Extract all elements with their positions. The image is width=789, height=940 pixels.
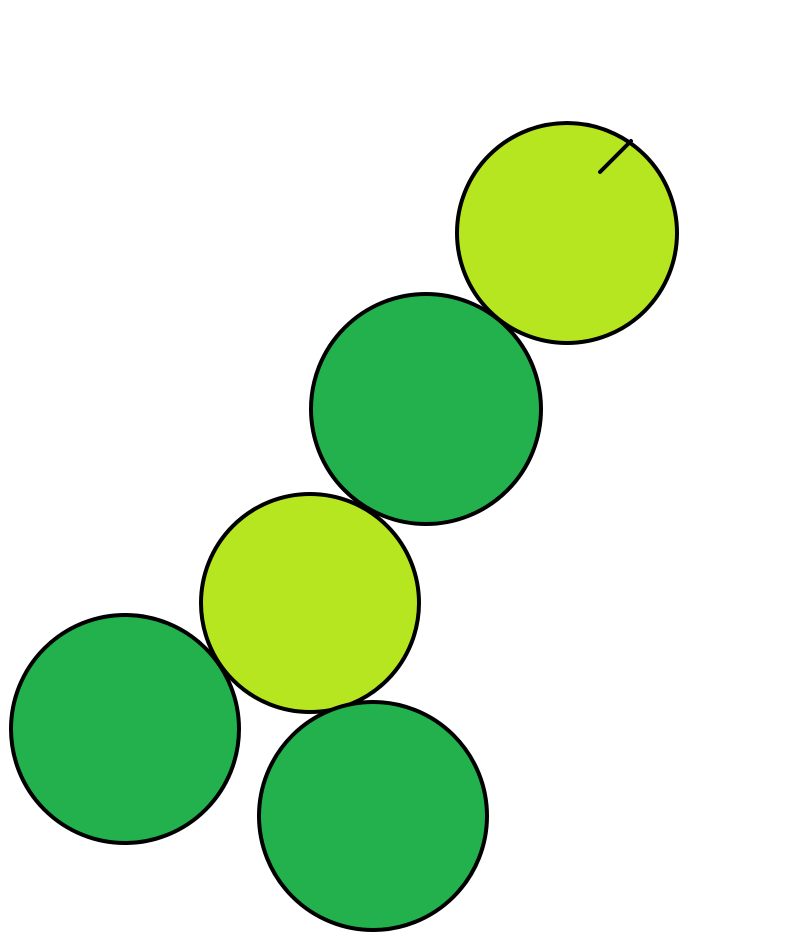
circle-bottom-middle (257, 700, 489, 932)
circle-group (9, 121, 679, 932)
circle-center (199, 492, 421, 714)
circle-top-right (455, 121, 679, 345)
circle-top-right-mark (598, 139, 633, 174)
circle-upper-middle (309, 292, 543, 526)
circle-bottom-left (9, 613, 241, 845)
